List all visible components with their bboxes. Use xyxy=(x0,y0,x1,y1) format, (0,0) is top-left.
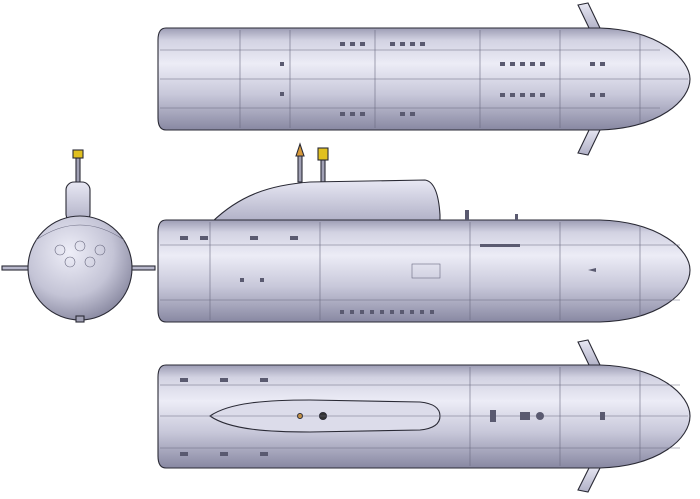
mast-antenna xyxy=(320,159,326,183)
fin-bottom xyxy=(577,127,601,156)
hull xyxy=(157,219,691,323)
hatches xyxy=(280,42,605,116)
mast-periscope xyxy=(297,155,303,183)
hull-panel-lines xyxy=(160,222,680,320)
hull-panel-lines xyxy=(160,30,688,128)
hull-section xyxy=(27,215,133,321)
fin-top xyxy=(577,2,601,31)
fin-top xyxy=(577,339,601,368)
hatches xyxy=(180,378,605,456)
sail xyxy=(210,179,441,223)
top-view xyxy=(157,2,691,156)
mast-head xyxy=(72,149,84,159)
bottom-view xyxy=(157,339,691,493)
hatches xyxy=(180,210,596,314)
side-view xyxy=(157,142,691,323)
keel xyxy=(75,315,85,323)
fin-bottom xyxy=(577,465,601,493)
mast-tip-orange xyxy=(295,142,305,157)
mast-tip-yellow xyxy=(317,147,329,161)
front-view xyxy=(1,149,156,323)
